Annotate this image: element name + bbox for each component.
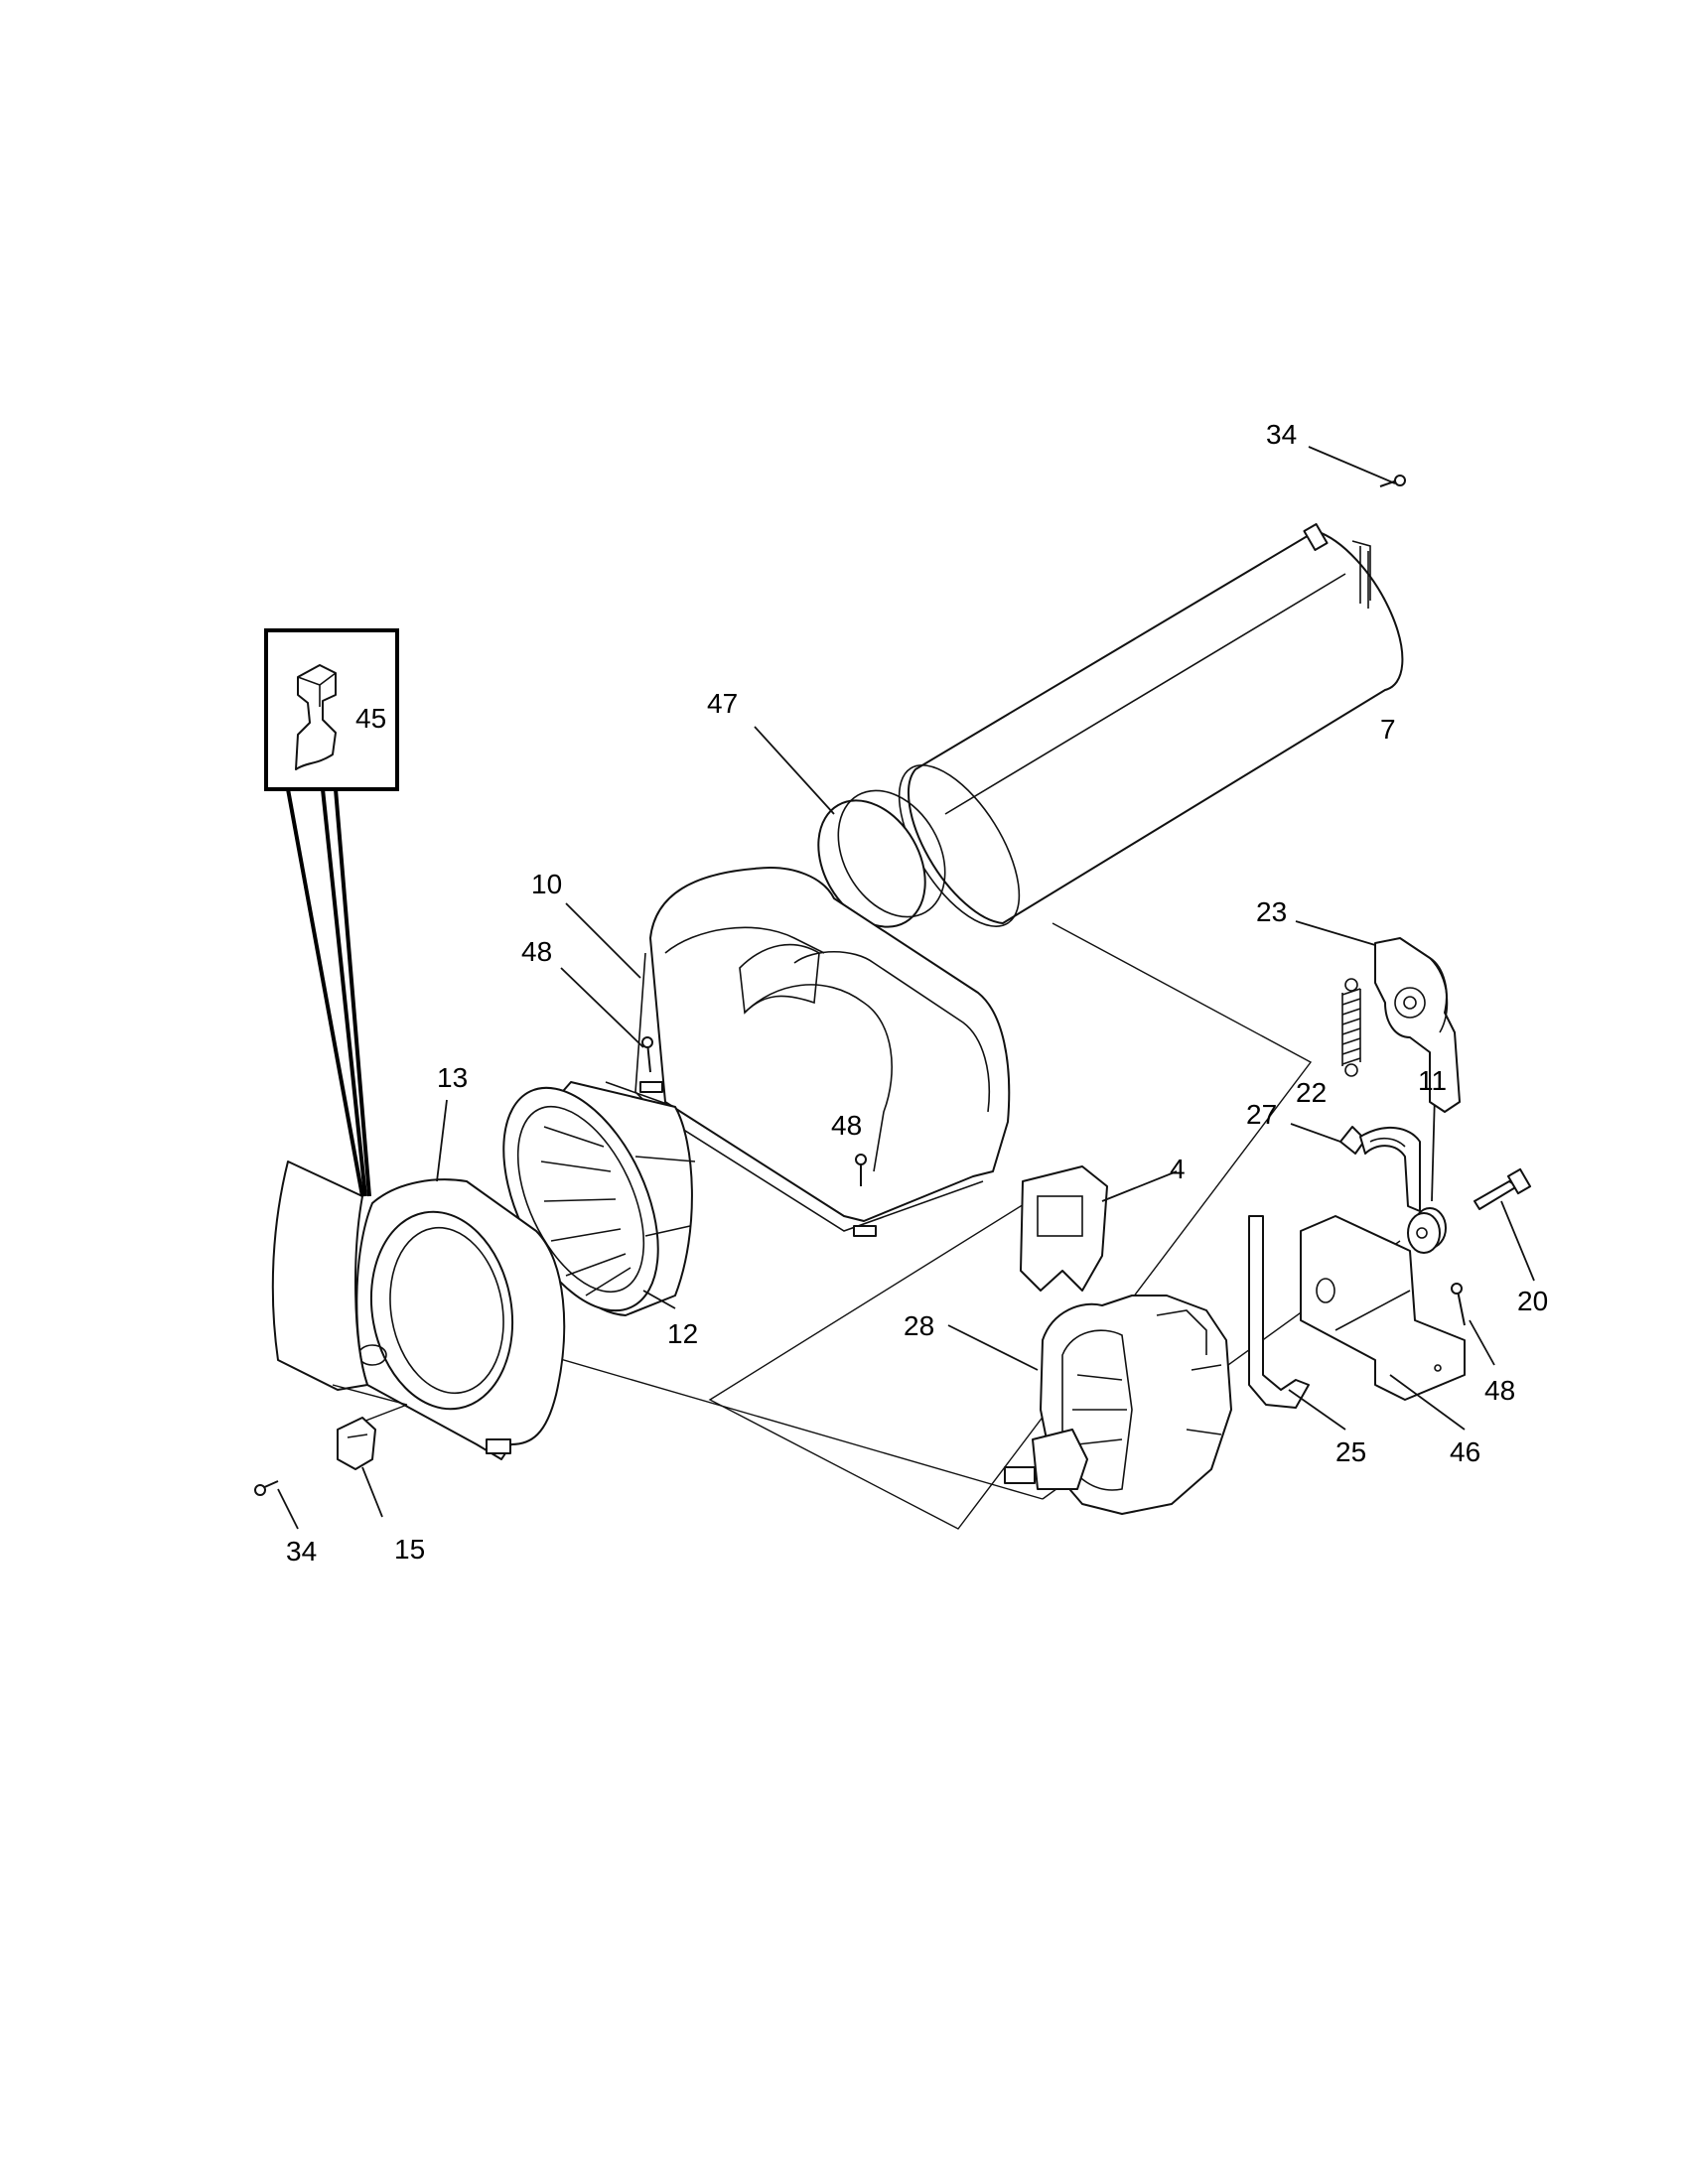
part-7-exhaust-duct — [898, 522, 1404, 927]
label-46: 46 — [1450, 1436, 1480, 1467]
label-12: 12 — [667, 1318, 698, 1349]
label-13: 13 — [437, 1062, 468, 1093]
label-15: 15 — [394, 1534, 425, 1565]
left-flap-panel — [271, 1160, 368, 1391]
part-34-screw-top — [1308, 446, 1406, 487]
label-28: 28 — [904, 1310, 934, 1341]
part-25-belt — [1248, 1215, 1346, 1431]
label-4: 4 — [1170, 1154, 1186, 1184]
part-11-idler-pulley — [1407, 1093, 1447, 1254]
label-23: 23 — [1256, 896, 1287, 927]
part-4-bracket — [1020, 1165, 1178, 1292]
part-20-bolt — [1474, 1167, 1535, 1282]
part-28-drive-motor — [947, 1295, 1232, 1515]
part-10-blower-housing — [565, 867, 1011, 1237]
label-11: 11 — [1418, 1065, 1447, 1096]
part-15-thermostat — [337, 1417, 383, 1518]
label-25: 25 — [1335, 1436, 1366, 1467]
flap-edge — [332, 1384, 408, 1406]
label-47: 47 — [707, 688, 738, 719]
label-34-top: 34 — [1266, 419, 1297, 450]
label-48-a: 48 — [521, 936, 552, 967]
label-7: 7 — [1380, 714, 1396, 745]
part-22-spring — [1341, 978, 1361, 1077]
label-48-b: 48 — [831, 1110, 862, 1141]
base-plane-outline — [708, 922, 1313, 1530]
part-47-gasket-ring — [754, 726, 946, 928]
part-48-screw-c — [1451, 1283, 1495, 1366]
label-20: 20 — [1517, 1286, 1548, 1316]
part-34-screw-bottom — [254, 1480, 299, 1530]
part-46-idler-bracket — [1300, 1215, 1466, 1431]
label-34-bottom: 34 — [286, 1536, 317, 1567]
part-48-screw-b — [855, 1154, 867, 1186]
label-48-c: 48 — [1484, 1375, 1515, 1406]
part-48-screw-a — [560, 967, 653, 1073]
label-45: 45 — [355, 703, 386, 734]
part-27-idler-arm — [1290, 1123, 1421, 1212]
label-10: 10 — [531, 869, 562, 899]
part-23-switch — [1295, 920, 1461, 1113]
callout-labels: 34 7 47 45 10 48 13 48 12 23 22 27 11 4 … — [286, 419, 1548, 1567]
label-22: 22 — [1296, 1077, 1327, 1108]
label-27: 27 — [1246, 1099, 1277, 1130]
inset-detail-box — [264, 628, 399, 1197]
